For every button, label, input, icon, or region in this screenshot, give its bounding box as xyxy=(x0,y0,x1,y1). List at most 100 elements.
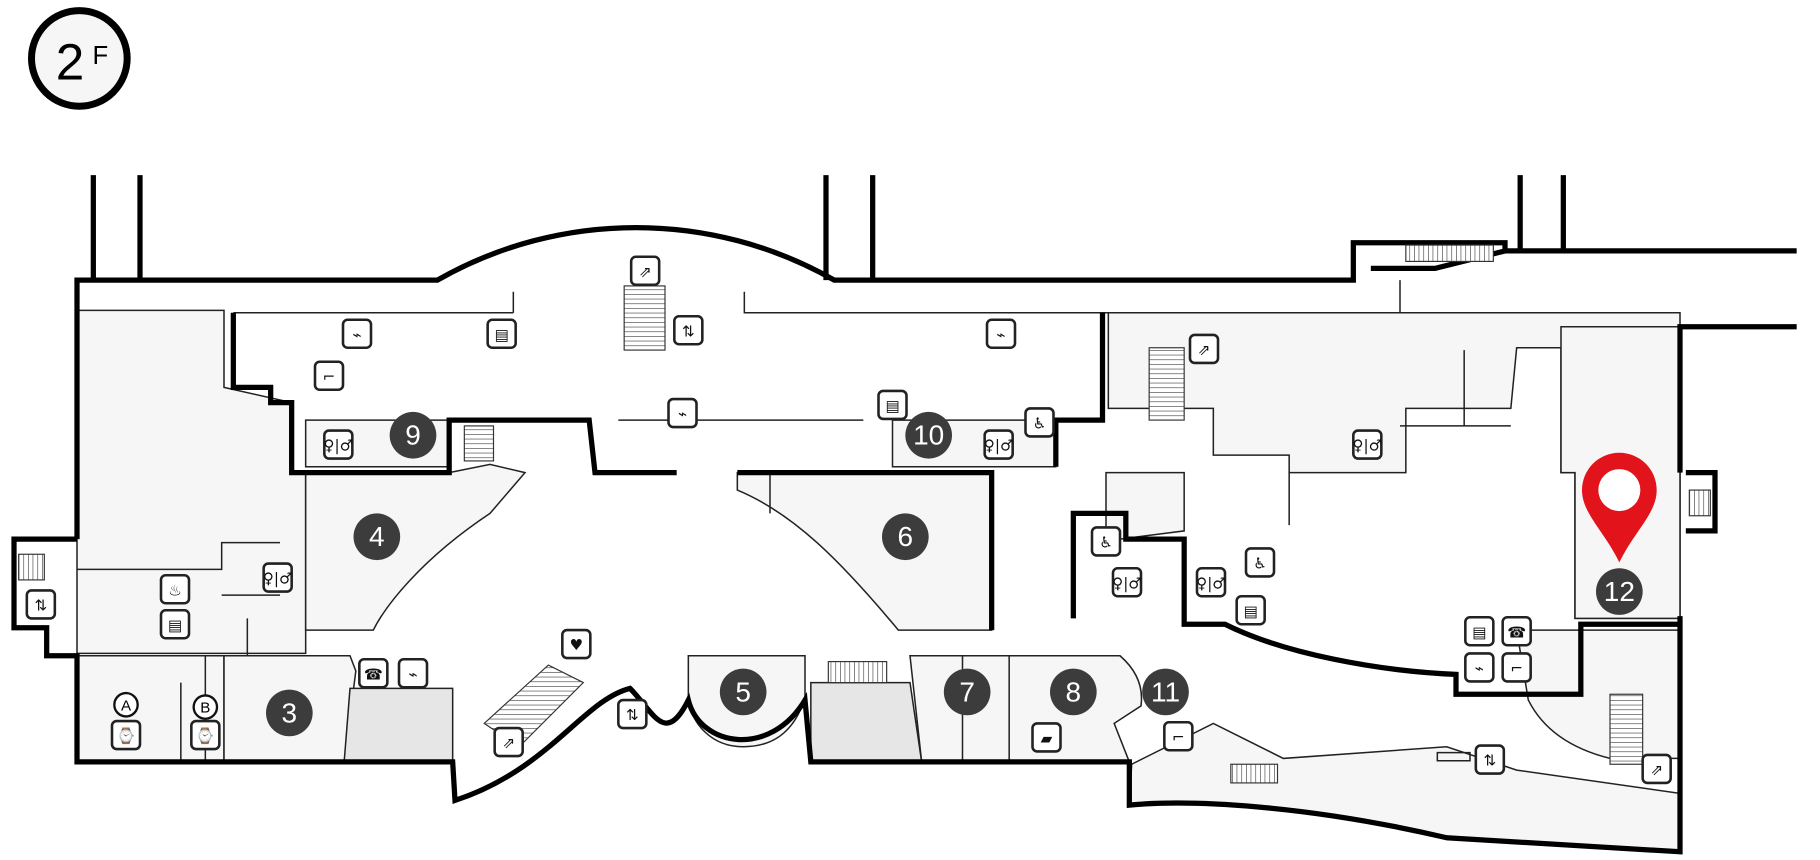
floor-badge: 2 F xyxy=(28,7,131,110)
elevator-icon[interactable]: ⇅ xyxy=(673,314,704,346)
svg-text:♿: ♿ xyxy=(1253,555,1267,573)
shop-badge-6[interactable]: 6 xyxy=(882,513,929,561)
svg-text:⌁: ⌁ xyxy=(408,665,417,683)
power-outlet-icon[interactable]: ⌁ xyxy=(667,397,698,429)
svg-text:⌁: ⌁ xyxy=(1475,660,1484,678)
shop-badge-3[interactable]: 3 xyxy=(266,689,313,737)
drinking-fountain-icon[interactable]: ⌐ xyxy=(313,360,345,392)
svg-text:♀|♂: ♀|♂ xyxy=(1352,437,1382,455)
accessible-restroom-icon[interactable]: ♿ xyxy=(1090,526,1122,557)
svg-text:☎: ☎ xyxy=(1507,623,1526,641)
shop-number: 4 xyxy=(369,521,385,552)
shop-number: 7 xyxy=(959,676,975,707)
svg-text:⌁: ⌁ xyxy=(678,405,687,423)
escalator-icon[interactable]: ⇗ xyxy=(629,255,661,287)
accessible-restroom-icon[interactable]: ♿ xyxy=(1244,547,1276,578)
shop-number: 6 xyxy=(898,521,914,552)
restroom-icon[interactable]: ♀|♂ xyxy=(1111,566,1143,598)
svg-text:⌚: ⌚ xyxy=(196,727,215,745)
lounge-b-label: B xyxy=(192,694,219,720)
stairs xyxy=(18,244,1711,784)
escalator-icon[interactable]: ⇗ xyxy=(493,726,524,758)
svg-text:⇅: ⇅ xyxy=(682,322,695,340)
phone-icon[interactable]: ☎ xyxy=(358,657,389,689)
svg-text:B: B xyxy=(200,700,210,717)
elevator-icon[interactable]: ⇅ xyxy=(25,589,57,620)
facility-icons: ⇗⇅⌁▤⌐⌁♀|♂♀|♂♿⌁▤⇗♀|♂♿♀|♂♀|♂♿▤♀|♂♨▤⇅☎⌁♥⇅⇗⌚… xyxy=(25,255,1672,785)
svg-text:♀|♂: ♀|♂ xyxy=(1196,574,1226,592)
svg-text:♨: ♨ xyxy=(168,581,182,599)
drinking-fountain-icon[interactable]: ⌐ xyxy=(1163,720,1194,752)
svg-text:☎: ☎ xyxy=(364,665,383,683)
shop-badge-11[interactable]: 11 xyxy=(1142,668,1189,716)
power-outlet-icon[interactable]: ⌁ xyxy=(341,318,373,350)
shop-badge-12[interactable]: 12 xyxy=(1596,568,1643,615)
svg-text:▰: ▰ xyxy=(1041,730,1053,748)
escalator-icon[interactable]: ⇗ xyxy=(1188,333,1220,365)
floor-number: 2 xyxy=(56,33,85,90)
elevator-icon[interactable]: ⇅ xyxy=(1474,744,1506,775)
svg-text:♀|♂: ♀|♂ xyxy=(1112,574,1142,592)
nursing-room-icon[interactable]: ♨ xyxy=(159,573,191,605)
svg-text:▤: ▤ xyxy=(1244,602,1258,620)
shop-badge-9[interactable]: 9 xyxy=(389,411,437,459)
svg-text:⌚: ⌚ xyxy=(117,727,136,745)
card-icon[interactable]: ▰ xyxy=(1031,722,1062,753)
svg-text:⇗: ⇗ xyxy=(502,734,515,752)
accessible-restroom-icon[interactable]: ♿ xyxy=(1024,407,1055,438)
lounge-icon[interactable]: ⌚ xyxy=(190,719,221,751)
shop-badge-10[interactable]: 10 xyxy=(905,411,952,459)
shop-badge-8[interactable]: 8 xyxy=(1050,668,1097,716)
current-location-marker xyxy=(1582,452,1657,563)
shop-number: 11 xyxy=(1151,676,1180,707)
power-outlet-icon[interactable]: ⌁ xyxy=(1464,652,1495,683)
vending-machine-icon[interactable]: ▤ xyxy=(159,608,191,640)
power-outlet-icon[interactable]: ⌁ xyxy=(985,318,1017,350)
shop-number: 3 xyxy=(282,697,298,728)
svg-text:▤: ▤ xyxy=(495,326,509,344)
svg-text:▤: ▤ xyxy=(885,397,899,415)
walls xyxy=(11,175,1797,855)
shop-badge-4[interactable]: 4 xyxy=(353,513,401,561)
vending-machine-icon[interactable]: ▤ xyxy=(877,389,908,421)
svg-text:⇅: ⇅ xyxy=(34,597,47,615)
vending-machine-icon[interactable]: ▤ xyxy=(486,318,517,350)
svg-text:♀|♂: ♀|♂ xyxy=(263,570,293,588)
svg-text:⇅: ⇅ xyxy=(1483,752,1496,770)
svg-text:♀|♂: ♀|♂ xyxy=(984,437,1014,455)
vending-machine-icon[interactable]: ▤ xyxy=(1464,615,1495,647)
drinking-fountain-icon[interactable]: ⌐ xyxy=(1501,652,1532,683)
svg-text:⇗: ⇗ xyxy=(639,263,652,281)
power-outlet-icon[interactable]: ⌁ xyxy=(397,657,429,689)
restroom-icon[interactable]: ♀|♂ xyxy=(323,429,354,460)
shop-number: 5 xyxy=(735,676,751,707)
svg-text:⇅: ⇅ xyxy=(626,706,639,724)
svg-text:⇗: ⇗ xyxy=(1198,341,1211,359)
restroom-icon[interactable]: ♀|♂ xyxy=(262,562,293,593)
svg-text:⌐: ⌐ xyxy=(1172,728,1185,746)
shop-number: 9 xyxy=(405,420,421,451)
aed-icon[interactable]: ♥ xyxy=(561,628,592,660)
svg-text:⌁: ⌁ xyxy=(996,326,1005,344)
svg-text:⌁: ⌁ xyxy=(352,326,361,344)
restroom-icon[interactable]: ♀|♂ xyxy=(1352,429,1383,460)
escalator-icon[interactable]: ⇗ xyxy=(1641,753,1672,785)
svg-text:♿: ♿ xyxy=(1033,415,1047,433)
lounge-a-label: A xyxy=(113,691,139,718)
svg-text:♥: ♥ xyxy=(570,636,584,654)
shop-badge-7[interactable]: 7 xyxy=(943,668,991,716)
svg-text:A: A xyxy=(121,697,132,714)
lounge-icon[interactable]: ⌚ xyxy=(110,719,142,751)
shop-number: 12 xyxy=(1604,576,1635,607)
elevator-icon[interactable]: ⇅ xyxy=(617,698,648,730)
restroom-icon[interactable]: ♀|♂ xyxy=(983,429,1014,460)
shop-badge-5[interactable]: 5 xyxy=(719,668,767,716)
floor-suffix: F xyxy=(92,42,108,70)
vending-machine-icon[interactable]: ▤ xyxy=(1235,594,1266,626)
phone-icon[interactable]: ☎ xyxy=(1501,615,1532,647)
svg-text:♀|♂: ♀|♂ xyxy=(323,437,353,455)
shop-number: 8 xyxy=(1066,676,1082,707)
svg-text:⇗: ⇗ xyxy=(1650,761,1663,779)
restroom-icon[interactable]: ♀|♂ xyxy=(1195,566,1227,598)
svg-text:♿: ♿ xyxy=(1099,534,1113,552)
